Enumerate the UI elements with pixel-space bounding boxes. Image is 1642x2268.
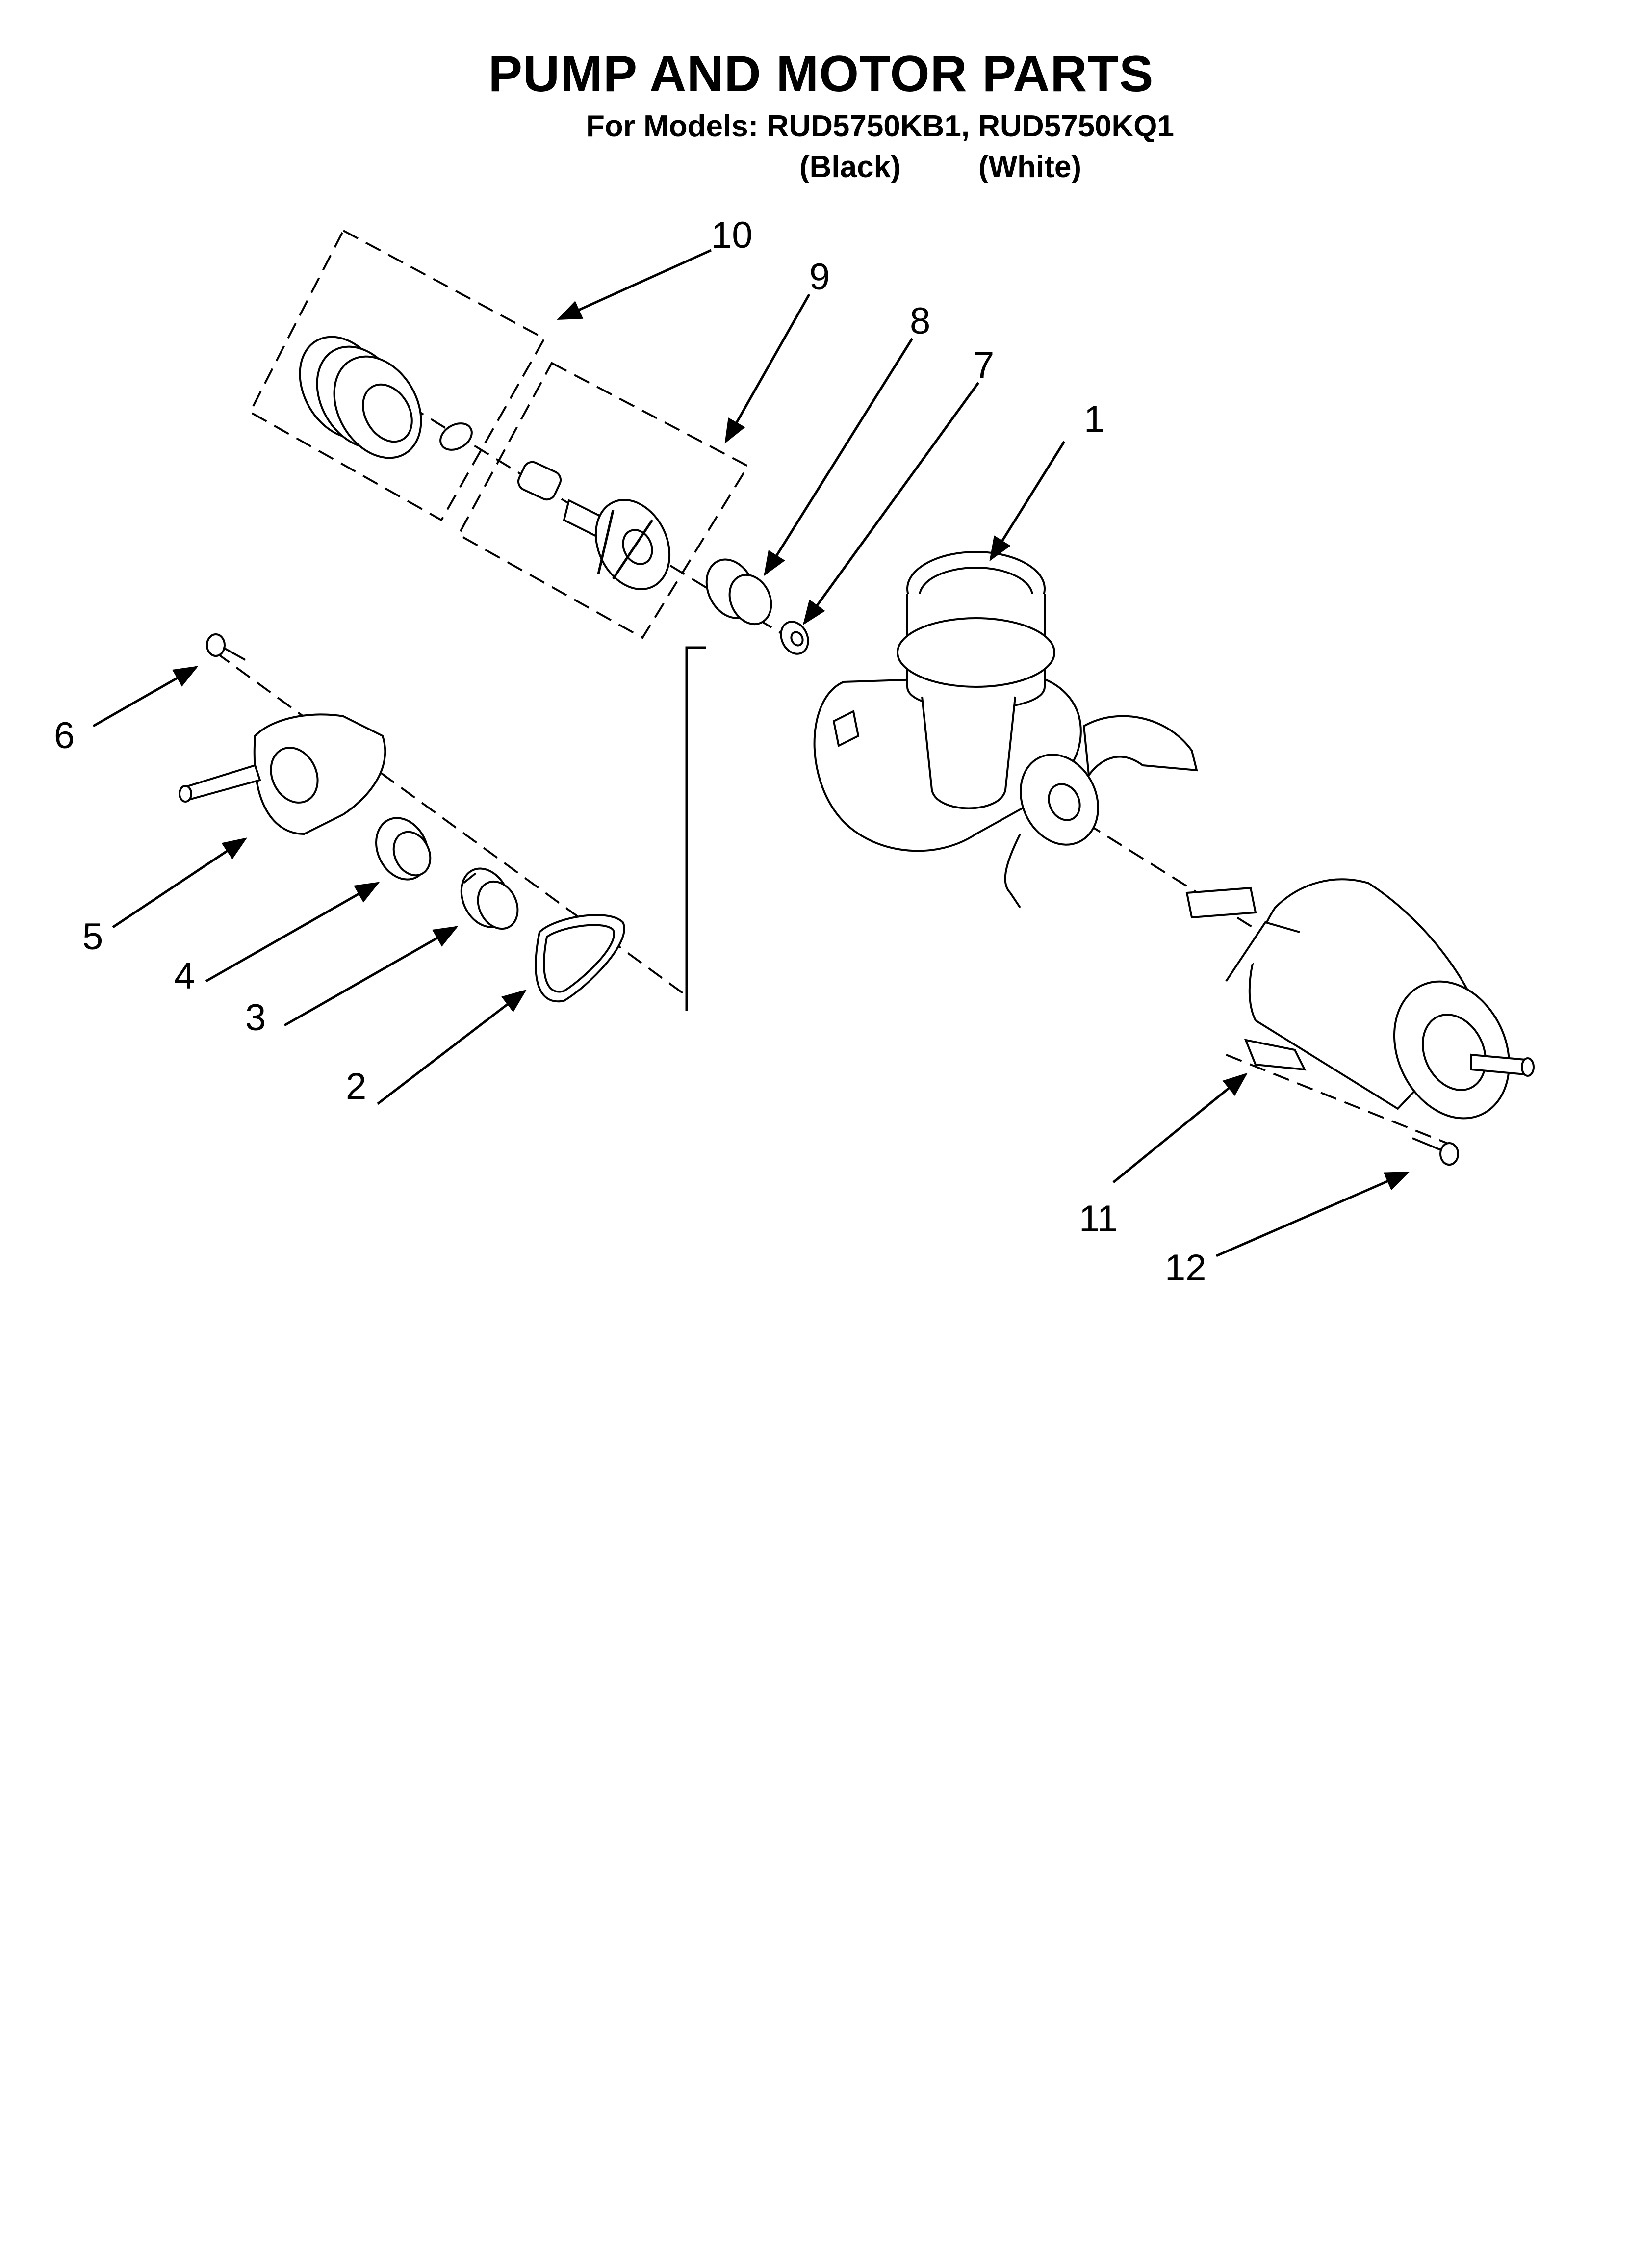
part-1-pump-housing [813, 551, 1198, 909]
models-line: For Models: RUD5750KB1, RUD5750KQ1 [586, 109, 1175, 143]
callout-10: 10 [711, 214, 753, 256]
callout-1: 1 [1084, 398, 1104, 440]
part-2-gasket [535, 914, 625, 1003]
part-11-motor [1185, 878, 1535, 1120]
callout-3: 3 [245, 997, 266, 1039]
page-title: PUMP AND MOTOR PARTS [488, 46, 1154, 103]
part-7-washer [780, 621, 809, 655]
part-4-ring [375, 817, 432, 881]
callout-4: 4 [174, 955, 195, 997]
callout-12: 12 [1165, 1247, 1206, 1289]
part-3-seal [460, 867, 519, 930]
color-black-label: (Black) [799, 150, 901, 184]
part-10-seal [299, 336, 473, 459]
callout-5: 5 [82, 916, 103, 958]
color-white-label: (White) [978, 150, 1082, 184]
callout-6: 6 [54, 715, 75, 756]
part-6-screw [206, 633, 246, 661]
part-10-group-box [249, 229, 546, 521]
part-12-screw [1412, 1137, 1459, 1166]
part-9-impeller [517, 461, 671, 591]
part-9-group-box [457, 362, 749, 639]
callout-9: 9 [809, 256, 830, 298]
callout-8: 8 [910, 300, 930, 342]
callout-7: 7 [974, 344, 994, 386]
callout-11: 11 [1079, 1198, 1118, 1240]
callout-2: 2 [346, 1066, 366, 1107]
leader-lines [92, 249, 1410, 1257]
part-5-cover [179, 713, 386, 835]
part-8-housing-plug [705, 558, 772, 626]
callout-numbers: 1 2 3 4 5 6 7 8 9 10 11 12 [54, 214, 1206, 1289]
